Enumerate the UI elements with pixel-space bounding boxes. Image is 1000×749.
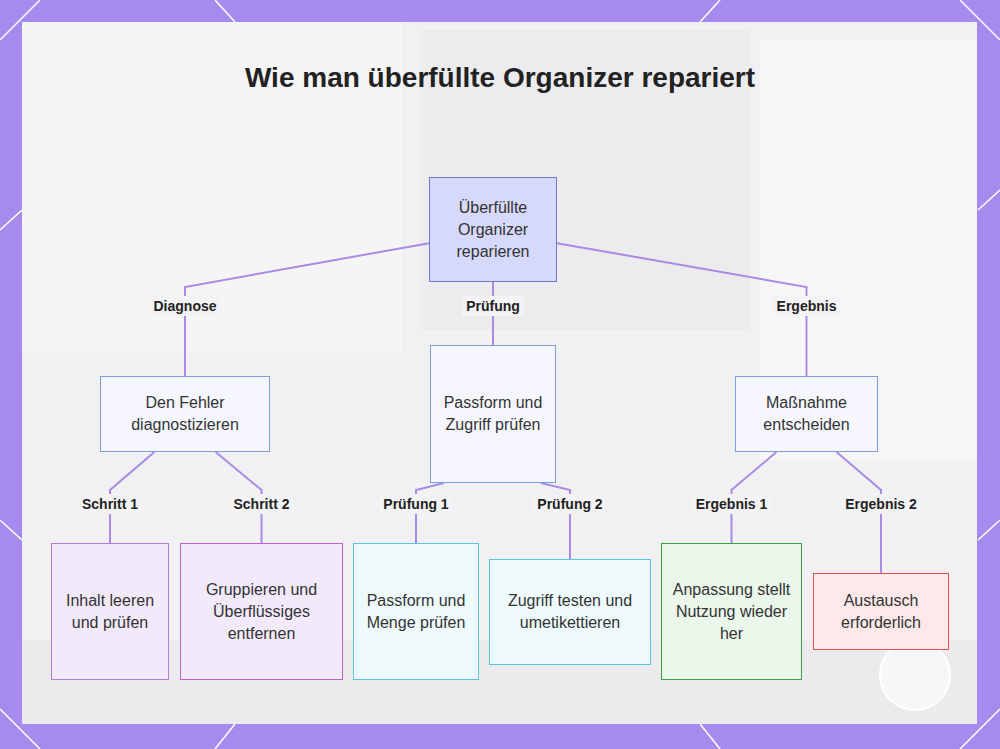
box-text: Überfüllte Organizer reparieren xyxy=(440,197,546,263)
box-text: Passform und Menge prüfen xyxy=(364,590,468,634)
box-text-group: Überfüllte Organizer reparieren xyxy=(440,197,546,263)
box-text-group: Zugriff testen und umetikettieren xyxy=(500,590,640,634)
connector-line xyxy=(557,243,807,376)
box-text-group: Passform und Menge prüfen xyxy=(364,590,468,634)
edge-label: Diagnose xyxy=(149,296,220,316)
process-box: Überfüllte Organizer reparieren xyxy=(429,177,557,282)
box-text: Maßnahme entscheiden xyxy=(746,392,867,436)
edge-label: Ergebnis 1 xyxy=(692,494,772,514)
connector-line xyxy=(185,243,429,376)
box-text-group: Anpassung stellt Nutzung wieder her xyxy=(672,579,791,645)
box-text-group: Gruppieren und Überflüssiges entfernen xyxy=(191,579,332,645)
box-text: Anpassung stellt Nutzung wieder her xyxy=(672,579,791,645)
edge-label: Ergebnis 2 xyxy=(841,494,921,514)
process-box: Maßnahme entscheiden xyxy=(735,376,878,452)
diagram-title: Wie man überfüllte Organizer repariert xyxy=(240,58,760,98)
box-text-group: Austausch erforderlich xyxy=(824,590,938,634)
process-box: Inhalt leeren und prüfen xyxy=(51,543,169,680)
edge-label: Prüfung 1 xyxy=(379,494,452,514)
edge-label: Prüfung xyxy=(462,296,524,316)
box-text-group: Den Fehler diagnostizieren xyxy=(111,392,259,436)
box-text: Inhalt leeren und prüfen xyxy=(62,590,158,634)
process-box: Den Fehler diagnostizieren xyxy=(100,376,270,452)
box-text: Gruppieren und Überflüssiges entfernen xyxy=(191,579,332,645)
edge-label: Schritt 2 xyxy=(229,494,293,514)
photo-panel xyxy=(22,22,977,724)
box-text: Austausch erforderlich xyxy=(824,590,938,634)
process-box: Zugriff testen und umetikettieren xyxy=(489,559,651,665)
box-text-group: Maßnahme entscheiden xyxy=(746,392,867,436)
box-text-group: Inhalt leeren und prüfen xyxy=(62,590,158,634)
edge-label: Ergebnis xyxy=(773,296,841,316)
box-text: Passform und Zugriff prüfen xyxy=(441,392,545,436)
process-box: Anpassung stellt Nutzung wieder her xyxy=(661,543,802,680)
box-text-group: Passform und Zugriff prüfen xyxy=(441,392,545,436)
logo-badge xyxy=(880,640,950,710)
process-box: Gruppieren und Überflüssiges entfernen xyxy=(180,543,343,680)
box-text: Den Fehler diagnostizieren xyxy=(111,392,259,436)
box-text: Zugriff testen und umetikettieren xyxy=(500,590,640,634)
edge-label: Schritt 1 xyxy=(78,494,142,514)
edge-label: Prüfung 2 xyxy=(533,494,606,514)
process-box: Passform und Menge prüfen xyxy=(353,543,479,680)
process-box: Passform und Zugriff prüfen xyxy=(430,345,556,483)
process-box: Austausch erforderlich xyxy=(813,573,949,650)
